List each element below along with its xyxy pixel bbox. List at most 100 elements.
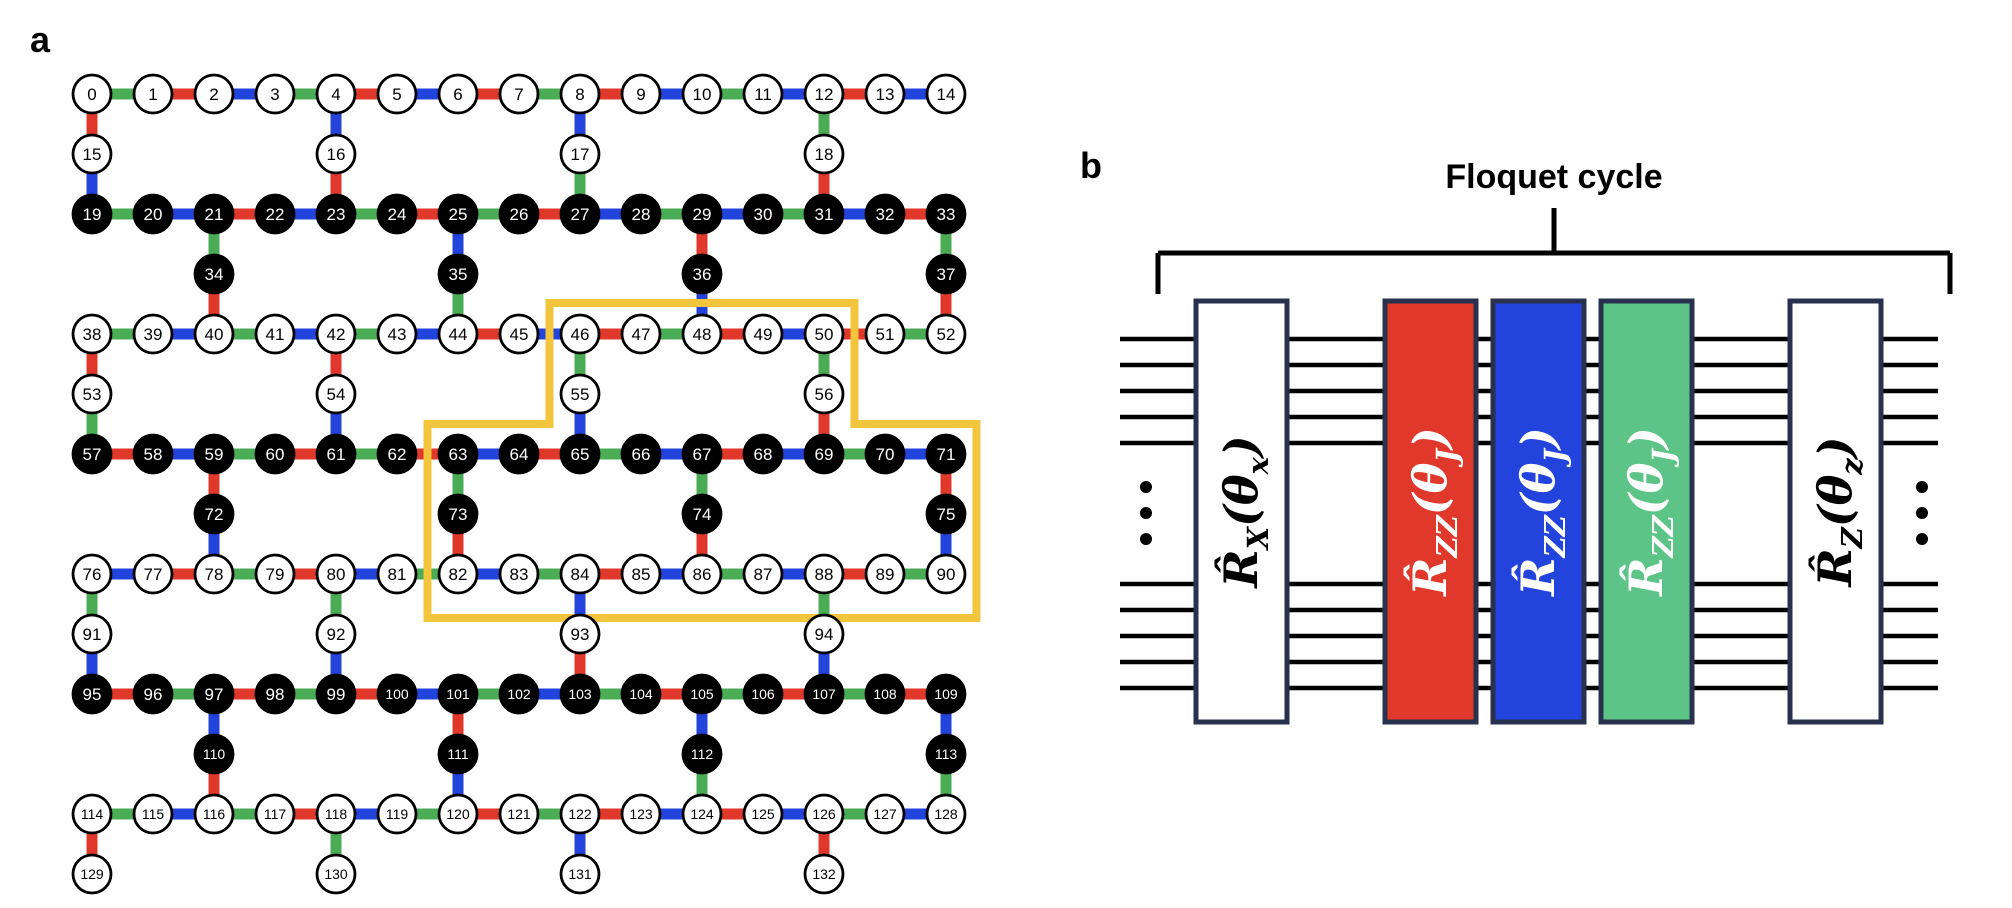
qubit-number: 7	[514, 85, 523, 104]
rx-gate: R̂X(θx)	[1193, 298, 1290, 725]
qubit-node-84: 84	[559, 553, 601, 595]
qubit-circle	[437, 73, 479, 115]
qubit-node-101: 101	[437, 673, 479, 715]
qubit-node-6: 6	[437, 73, 479, 115]
qubit-node-64: 64	[498, 433, 540, 475]
qubit-number: 125	[751, 806, 775, 822]
qubit-number: 42	[327, 325, 346, 344]
qubit-node-18: 18	[803, 133, 845, 175]
qubit-number: 98	[266, 685, 285, 704]
qubit-circle	[559, 73, 601, 115]
qubit-number: 76	[83, 565, 102, 584]
qubit-node-102: 102	[498, 673, 540, 715]
qubit-circle	[437, 673, 479, 715]
qubit-node-105: 105	[681, 673, 723, 715]
panel-a-label: a	[30, 19, 51, 60]
qubit-circle	[864, 313, 906, 355]
qubit-node-130: 130	[315, 853, 357, 895]
qubit-node-65: 65	[559, 433, 601, 475]
qubit-number: 121	[507, 806, 531, 822]
qubit-circle	[376, 433, 418, 475]
qubit-number: 92	[327, 625, 346, 644]
qubit-number: 65	[571, 445, 590, 464]
qubit-circle	[803, 133, 845, 175]
qubit-circle	[864, 193, 906, 235]
qubit-node-120: 120	[437, 793, 479, 835]
qubit-node-78: 78	[193, 553, 235, 595]
qubit-number: 93	[571, 625, 590, 644]
qubit-node-34: 34	[193, 253, 235, 295]
rzz-green-gate: R̂ZZ(θJ)	[1598, 298, 1695, 725]
qubit-number: 64	[510, 445, 529, 464]
qubit-number: 71	[937, 445, 956, 464]
qubit-node-106: 106	[742, 673, 784, 715]
qubit-node-7: 7	[498, 73, 540, 115]
qubit-circle	[254, 553, 296, 595]
rzz-red-gate: R̂ZZ(θJ)	[1382, 298, 1479, 725]
qubit-number: 99	[327, 685, 346, 704]
qubit-circle	[376, 73, 418, 115]
qubit-number: 52	[937, 325, 956, 344]
qubit-node-112: 112	[681, 733, 723, 775]
qubit-node-77: 77	[132, 553, 174, 595]
qubit-circle	[132, 433, 174, 475]
qubit-number: 70	[876, 445, 895, 464]
qubit-number: 32	[876, 205, 895, 224]
qubit-circle	[437, 253, 479, 295]
qubit-circle	[315, 433, 357, 475]
qubit-circle	[681, 193, 723, 235]
qubit-number: 9	[636, 85, 645, 104]
qubit-node-21: 21	[193, 193, 235, 235]
qubit-circle	[498, 193, 540, 235]
qubit-number: 103	[568, 686, 592, 702]
qubit-circle	[315, 373, 357, 415]
qubit-node-69: 69	[803, 433, 845, 475]
qubit-circle	[620, 433, 662, 475]
qubit-circle	[71, 793, 113, 835]
qubit-circle	[376, 553, 418, 595]
qubit-number: 109	[934, 686, 958, 702]
qubit-node-108: 108	[864, 673, 906, 715]
qubit-number: 46	[571, 325, 590, 344]
qubit-number: 56	[815, 385, 834, 404]
qubit-node-11: 11	[742, 73, 784, 115]
ellipsis-dot	[1916, 481, 1928, 493]
qubit-number: 24	[388, 205, 407, 224]
qubit-number: 68	[754, 445, 773, 464]
qubit-number: 122	[568, 806, 592, 822]
qubit-number: 29	[693, 205, 712, 224]
qubit-node-43: 43	[376, 313, 418, 355]
qubit-node-126: 126	[803, 793, 845, 835]
qubit-circle	[681, 73, 723, 115]
qubit-circle	[315, 73, 357, 115]
right-ellipsis	[1916, 481, 1928, 545]
qubit-number: 66	[632, 445, 651, 464]
qubit-circle	[71, 613, 113, 655]
qubit-number: 48	[693, 325, 712, 344]
qubit-circle	[132, 73, 174, 115]
qubit-node-82: 82	[437, 553, 479, 595]
qubit-node-129: 129	[71, 853, 113, 895]
gate-box	[1193, 298, 1290, 725]
qubit-number: 36	[693, 265, 712, 284]
qubit-number: 19	[83, 205, 102, 224]
qubit-number: 54	[327, 385, 346, 404]
qubit-node-121: 121	[498, 793, 540, 835]
qubit-node-48: 48	[681, 313, 723, 355]
qubit-number: 51	[876, 325, 895, 344]
qubit-number: 123	[629, 806, 653, 822]
qubit-number: 84	[571, 565, 590, 584]
qubit-circle	[620, 673, 662, 715]
qubit-circle	[620, 193, 662, 235]
qubit-circle	[193, 193, 235, 235]
qubit-number: 38	[83, 325, 102, 344]
qubit-number: 58	[144, 445, 163, 464]
qubit-circle	[71, 73, 113, 115]
qubit-node-80: 80	[315, 553, 357, 595]
qubit-circle	[803, 193, 845, 235]
qubit-circle	[315, 793, 357, 835]
qubit-circle	[925, 193, 967, 235]
qubit-number: 45	[510, 325, 529, 344]
qubit-number: 91	[83, 625, 102, 644]
